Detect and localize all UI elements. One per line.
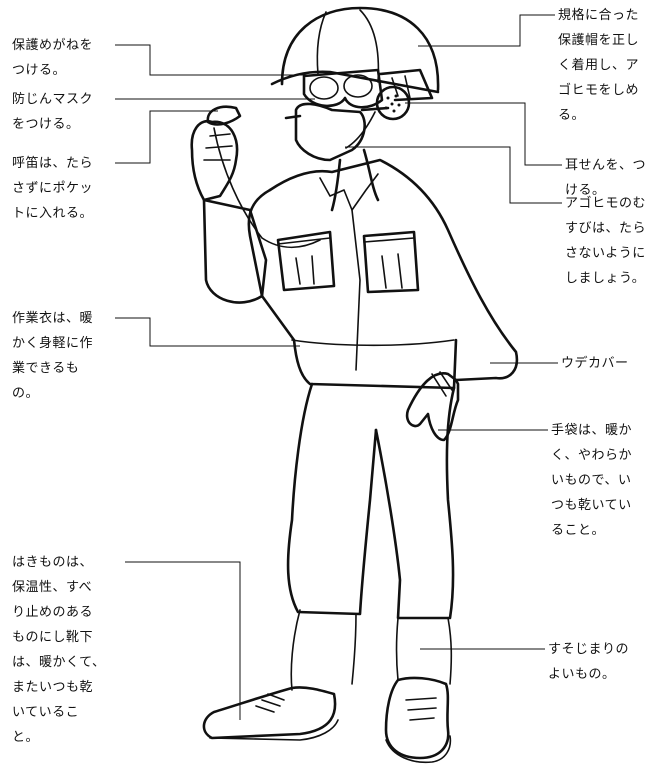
label-mask: 防じんマスク をつける。 xyxy=(12,92,94,132)
leader-earplug xyxy=(405,102,562,166)
shoe-right-icon xyxy=(384,676,452,764)
hand-icon xyxy=(190,119,239,202)
label-whistle: 呼笛は、たら さずにポケッ トに入れる。 xyxy=(12,156,94,221)
leader-whistle xyxy=(115,110,218,164)
earplug-icon xyxy=(345,85,411,149)
label-gaiters: すそじまりの よいもの。 xyxy=(548,642,630,682)
leader-clothes xyxy=(115,317,300,347)
leader-footwear xyxy=(125,561,241,720)
label-gloves: 手袋は、暖か く、やわらか いもので、い つも乾いてい ること。 xyxy=(551,423,633,538)
label-clothes: 作業衣は、暖 かく身軽に作 業できるも の。 xyxy=(12,311,94,401)
glove-icon xyxy=(405,371,460,442)
jacket-icon xyxy=(247,158,519,390)
helmet-icon xyxy=(270,6,440,94)
label-earplug: 耳せんを、つ ける。 xyxy=(565,158,647,198)
label-armcover: ウデカバー xyxy=(561,356,629,371)
label-chinstrap: アゴヒモのむ すびは、たら さないように しましょう。 xyxy=(565,196,647,286)
leader-helmet xyxy=(418,14,555,47)
mask-icon xyxy=(284,102,390,212)
label-footwear: はきものは、 保温性、すべ り止めのある ものにし靴下 は、暖かくて、 またいつ… xyxy=(12,555,106,745)
shoe-left-icon xyxy=(202,686,339,741)
label-goggles: 保護めがねを つける。 xyxy=(12,38,94,78)
whistle-icon xyxy=(206,105,321,249)
trousers-icon xyxy=(286,382,456,691)
leader-chinstrap xyxy=(345,146,562,204)
left-arm xyxy=(202,198,268,304)
label-helmet: 規格に合った 保護帽を正し く着用し、ア ゴヒモをしめ る。 xyxy=(558,8,640,123)
leader-goggles xyxy=(115,44,308,76)
leader-lines xyxy=(115,14,562,720)
